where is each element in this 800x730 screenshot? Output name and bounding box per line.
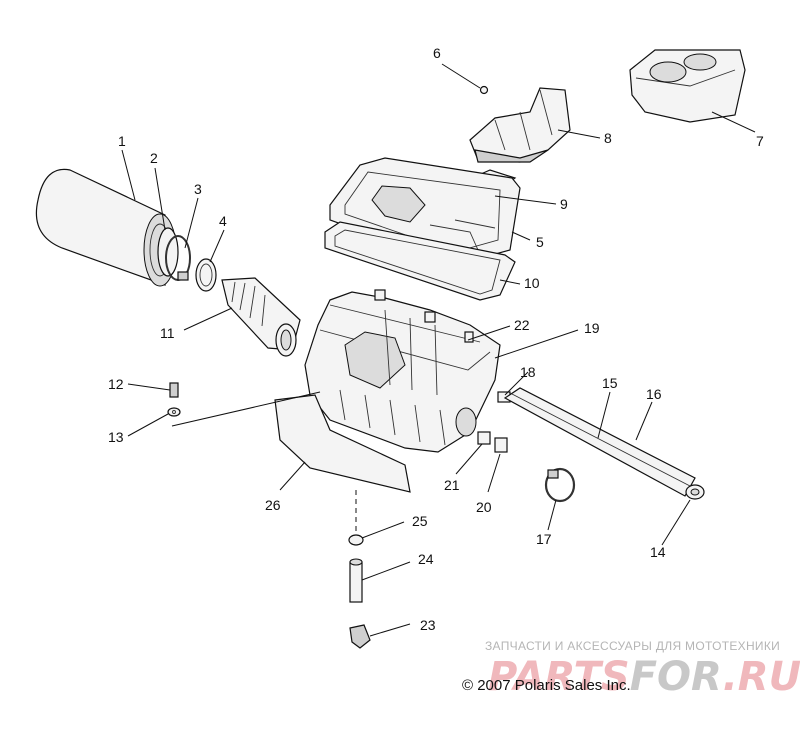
callout-15: 15 (602, 375, 618, 391)
callout-22: 22 (514, 317, 530, 333)
callout-1: 1 (118, 133, 126, 149)
callout-7: 7 (756, 133, 764, 149)
watermark-brand-for: FOR (630, 654, 723, 700)
filter-end-cap (157, 227, 179, 277)
callout-25: 25 (412, 513, 428, 529)
drain-fitting (477, 431, 491, 445)
callout-19: 19 (584, 320, 600, 336)
watermark-brand-ru: .RU (723, 654, 800, 700)
filter-clamp (165, 235, 191, 281)
bolt (169, 382, 179, 398)
callout-2: 2 (150, 150, 158, 166)
copyright-text: © 2007 Polaris Sales Inc. (462, 677, 631, 694)
callout-13: 13 (108, 429, 124, 445)
callout-labels: 1 2 3 4 5 6 7 8 9 10 11 12 13 14 15 16 1… (108, 45, 764, 633)
drain-tube (349, 558, 363, 603)
bottom-plate (274, 394, 411, 493)
intake-snorkel (469, 87, 571, 163)
callout-8: 8 (604, 130, 612, 146)
airbox-tray (304, 289, 501, 453)
callout-4: 4 (219, 213, 227, 229)
air-filter-element (35, 168, 177, 287)
intake-boot (221, 277, 301, 357)
watermark-tagline: ЗАПЧАСТИ И АКСЕССУАРЫ ДЛЯ МОТОТЕХНИКИ (485, 639, 780, 653)
hose-end-fitting (685, 484, 705, 500)
washer (167, 407, 181, 417)
callout-14: 14 (650, 544, 666, 560)
callout-21: 21 (444, 477, 460, 493)
drain-plug (494, 437, 508, 453)
watermark: ЗАПЧАСТИ И АКСЕССУАРЫ ДЛЯ МОТОТЕХНИКИ PA… (485, 639, 800, 700)
callout-26: 26 (265, 497, 281, 513)
callout-20: 20 (476, 499, 492, 515)
lid-gasket (324, 221, 516, 301)
callout-23: 23 (420, 617, 436, 633)
callout-10: 10 (524, 275, 540, 291)
callout-24: 24 (418, 551, 434, 567)
callout-5: 5 (536, 234, 544, 250)
hose-clamp (544, 467, 576, 503)
callout-16: 16 (646, 386, 662, 402)
callout-9: 9 (560, 196, 568, 212)
breather-hose (503, 387, 696, 497)
callout-12: 12 (108, 376, 124, 392)
drain-clamp (348, 534, 364, 546)
watermark-logo: PARTSFOR.RU (488, 654, 800, 700)
screw-top (479, 85, 489, 95)
leader-lines (121, 63, 756, 637)
watermark-brand-parts: PARTS (488, 654, 630, 700)
callout-6: 6 (433, 45, 441, 61)
drain-valve (349, 624, 371, 649)
coupler-ring (195, 258, 217, 292)
foam-block (629, 49, 746, 123)
callout-18: 18 (520, 364, 536, 380)
callout-17: 17 (536, 531, 552, 547)
callout-11: 11 (160, 325, 175, 341)
callout-3: 3 (194, 181, 202, 197)
